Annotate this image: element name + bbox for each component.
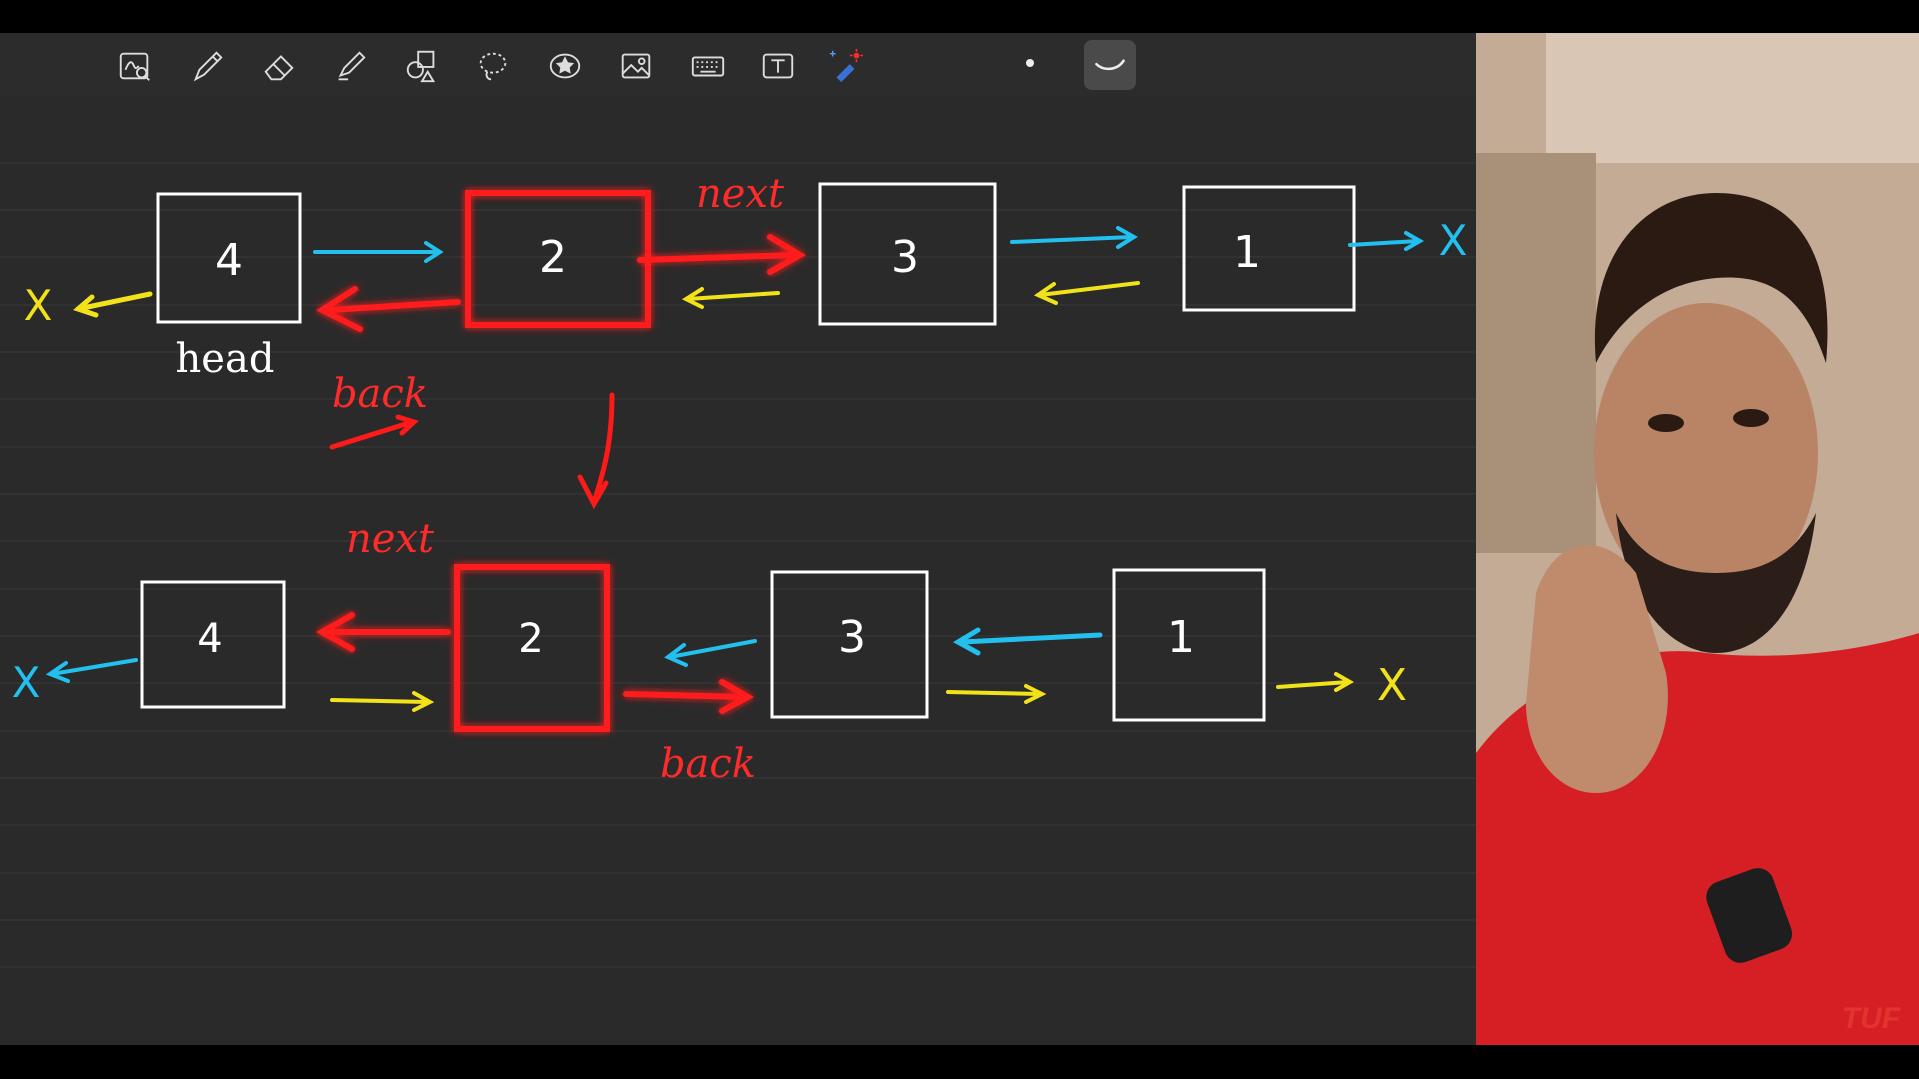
- top-back-red-arrow: [315, 286, 461, 332]
- laser-pointer-icon[interactable]: [821, 41, 871, 91]
- top-next-arrow: [313, 241, 444, 263]
- transform-down-arrow: [577, 392, 615, 510]
- bottom-back-red-arrow: [315, 612, 451, 652]
- top-null-left: X: [24, 281, 53, 330]
- bottom-back-label: back: [660, 741, 756, 787]
- eraser-icon[interactable]: [254, 41, 304, 91]
- bottom-node-value: 1: [1167, 612, 1195, 663]
- bottom-null-right: X: [1377, 660, 1407, 711]
- top-null-right: X: [1439, 216, 1468, 265]
- bottom-node-box: [140, 580, 286, 709]
- top-next-label: next: [696, 171, 785, 217]
- top-next-red-arrow: [637, 234, 806, 275]
- top-node-value: 2: [539, 232, 567, 283]
- bottom-node-value: 2: [518, 616, 543, 662]
- bottom-node-value: 3: [838, 612, 866, 663]
- text-box-icon[interactable]: [753, 41, 803, 91]
- bottom-next-label: next: [346, 516, 435, 562]
- keyboard-icon[interactable]: [683, 41, 733, 91]
- whiteboard-canvas[interactable]: [0, 33, 1476, 1045]
- bottom-back-arrow: [45, 658, 138, 683]
- lasso-icon[interactable]: [468, 41, 518, 91]
- bottom-node-box: [770, 570, 929, 719]
- top-node-value: 4: [215, 235, 243, 286]
- pen-icon[interactable]: [182, 41, 232, 91]
- zoom-window-icon[interactable]: [110, 41, 160, 91]
- shapes-icon[interactable]: [397, 41, 447, 91]
- top-back-label: back: [332, 371, 428, 417]
- stroke-style-button[interactable]: [1084, 40, 1136, 90]
- top-back-underline-arrow: [329, 414, 419, 450]
- presenter-video: TUF: [1476, 33, 1919, 1045]
- top-node-value: 1: [1233, 227, 1261, 278]
- bottom-next-red-arrow: [623, 679, 755, 714]
- bottom-back-arrow: [952, 627, 1103, 656]
- linked-list-diagram: 4 2 3 1 X next X head back next 4: [0, 162, 1476, 968]
- bottom-null-left: X: [12, 658, 41, 707]
- bottom-row: next 4 2 3 1 X X back: [12, 516, 1407, 787]
- sticker-icon[interactable]: [540, 41, 590, 91]
- current-color-dot[interactable]: [1026, 59, 1034, 67]
- bottom-node-value: 4: [197, 616, 222, 662]
- top-back-arrow: [73, 291, 153, 318]
- top-row: 4 2 3 1 X next X head back: [24, 171, 1468, 450]
- top-node-box: [1182, 185, 1356, 312]
- bottom-next-arrow: [1276, 672, 1355, 692]
- bottom-node-box: [1112, 568, 1266, 722]
- drawing-toolbar: [0, 33, 1476, 97]
- top-back-arrow: [1033, 281, 1140, 305]
- bottom-back-arrow: [664, 639, 757, 667]
- bottom-next-arrow: [330, 691, 435, 712]
- image-icon[interactable]: [611, 41, 661, 91]
- head-label: head: [176, 336, 275, 382]
- top-node-box: [818, 182, 997, 326]
- bottom-highlighted-node-box: [454, 564, 610, 732]
- watermark-logo: TUF: [1842, 1002, 1901, 1035]
- top-node-box: [156, 192, 302, 324]
- presenter-webcam: TUF: [1476, 33, 1919, 1045]
- bottom-letterbox: [0, 1045, 1919, 1079]
- highlighter-icon[interactable]: [325, 41, 375, 91]
- curve-stroke-icon: [1095, 59, 1125, 71]
- top-node-value: 3: [891, 232, 919, 283]
- top-next-arrow: [1010, 226, 1138, 249]
- top-next-arrow: [1348, 231, 1425, 251]
- bottom-next-arrow: [946, 684, 1047, 704]
- top-back-arrow: [681, 287, 780, 309]
